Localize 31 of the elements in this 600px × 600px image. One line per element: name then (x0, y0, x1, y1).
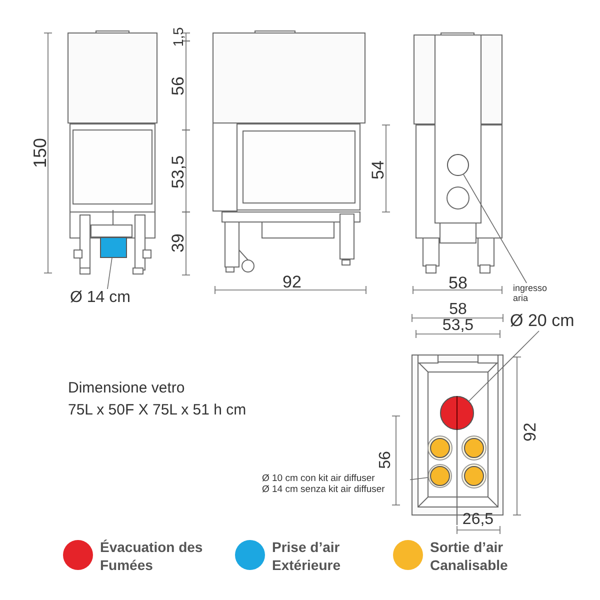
dimension-value: 26,5 (462, 512, 494, 528)
note-text: Dimensione vetro (68, 380, 185, 396)
dimension-value: 53,5 (170, 155, 186, 189)
duct-opening (440, 396, 474, 430)
duct-opening (428, 464, 452, 488)
callout-text: Ø 20 cm (510, 311, 588, 331)
dimension-value: 53,5 (442, 318, 474, 334)
leader-line (468, 330, 540, 402)
dimension-value: 92 (282, 274, 302, 290)
duct-opening (447, 154, 469, 176)
callout-text: Ø 14 cm (70, 289, 142, 309)
dimension-value: 150 (31, 138, 49, 168)
leader-line (410, 477, 428, 480)
dimension-value: 1,5 (171, 27, 185, 47)
callout-text: Ø 14 cm senza kit air diffuser (262, 484, 386, 496)
dimension-value: 54 (370, 160, 386, 180)
legend-text: Prise d’air Extérieure (272, 538, 342, 574)
dimension-value: 58 (449, 302, 467, 318)
leader-line (107, 258, 112, 290)
legend-text: Sortie d’air Canalisable (430, 538, 509, 574)
callout-text: ingresso aria (513, 283, 553, 305)
note-text: 75L x 50F X 75L x 51 h cm (68, 402, 246, 418)
dimension-value: 56 (378, 451, 394, 469)
dimension-value: 92 (522, 422, 538, 442)
leader-line (463, 174, 527, 284)
callout-text: Ø 10 cm con kit air diffuser (262, 474, 376, 485)
dimension-value: 56 (170, 76, 186, 96)
dimension-value: 39 (170, 234, 186, 252)
legend-text: Évacuation des Fumées (100, 538, 204, 574)
outlet-pipe (100, 237, 127, 258)
dimension-value: 58 (448, 274, 468, 292)
